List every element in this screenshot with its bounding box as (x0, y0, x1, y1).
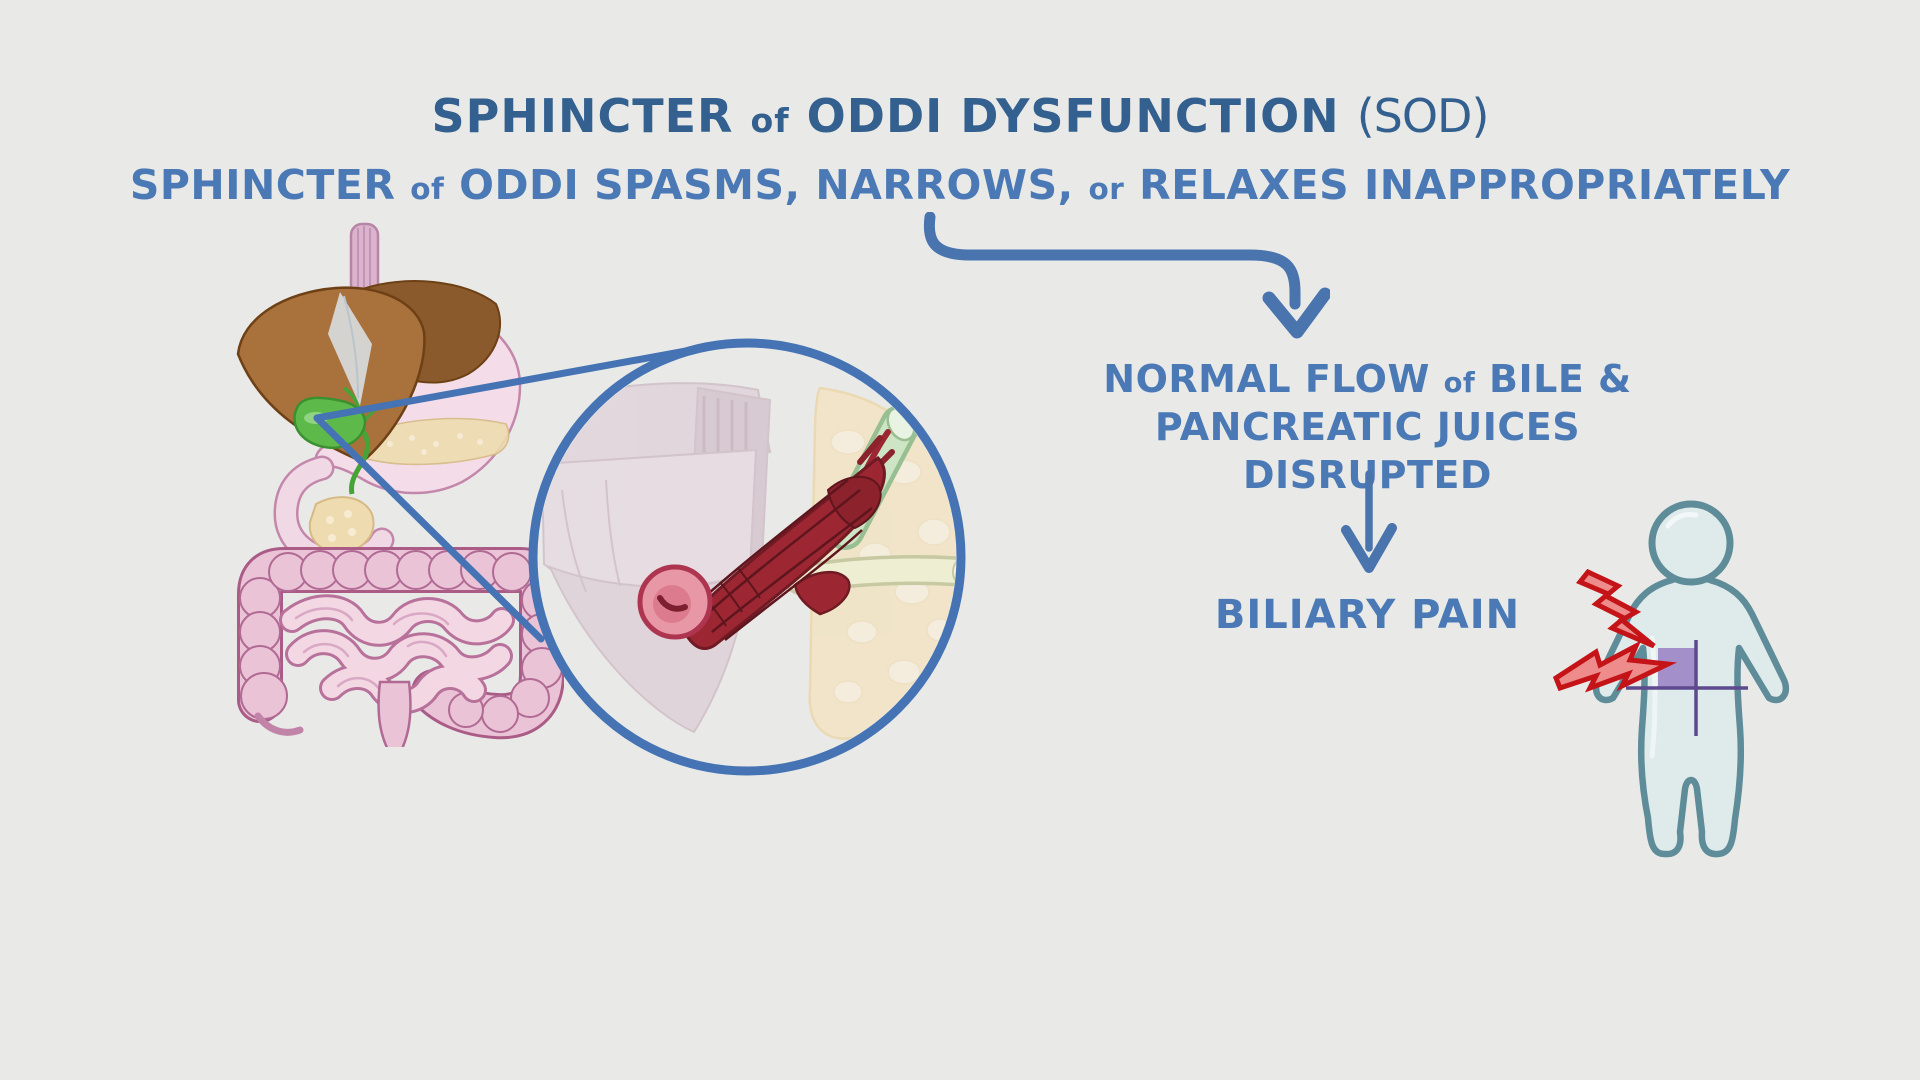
digestive-system-illustration (236, 222, 564, 747)
lightning-bolt-icon (1552, 568, 1678, 693)
page-title: SPHINCTER of ODDI DYSFUNCTION (SOD) (0, 89, 1920, 143)
title-part-of: of (750, 100, 790, 140)
sphincter-closeup-illustration (313, 338, 966, 776)
page-subtitle: SPHINCTER of ODDI SPASMS, NARROWS, or RE… (0, 161, 1920, 209)
down-arrow-icon (1341, 470, 1397, 573)
liver (236, 280, 502, 464)
subtitle-part: ODDI SPASMS, NARROWS, (459, 161, 1074, 210)
magnifier-connector-lines (313, 347, 690, 643)
disruption-line-2: PANCREATIC JUICES DISRUPTED (1154, 404, 1581, 497)
title-part: SPHINCTER (431, 88, 734, 143)
curved-arrow-icon (923, 212, 1330, 339)
pancreas-head (308, 496, 375, 554)
subtitle-part: SPHINCTER (129, 161, 396, 210)
pancreas (361, 417, 510, 466)
disruption-line-1: NORMAL FLOW of BILE & (1103, 357, 1632, 401)
major-duodenal-papilla (637, 564, 713, 640)
person-figure (1552, 500, 1790, 858)
subtitle-part-or: or (1088, 172, 1125, 207)
title-part-abbrev: (SOD) (1356, 88, 1490, 143)
rectum (377, 680, 412, 747)
subtitle-part-of: of (410, 172, 445, 207)
sphincter-of-oddi-muscle (637, 429, 895, 650)
duodenal-wall (540, 382, 772, 734)
appendix (254, 712, 304, 736)
disruption-text: NORMAL FLOW of BILE & PANCREATIC JUICES … (1045, 356, 1690, 500)
subtitle-part: RELAXES INAPPROPRIATELY (1139, 161, 1791, 210)
title-part: ODDI DYSFUNCTION (806, 88, 1340, 143)
outcome-text: BILIARY PAIN (1214, 592, 1521, 638)
